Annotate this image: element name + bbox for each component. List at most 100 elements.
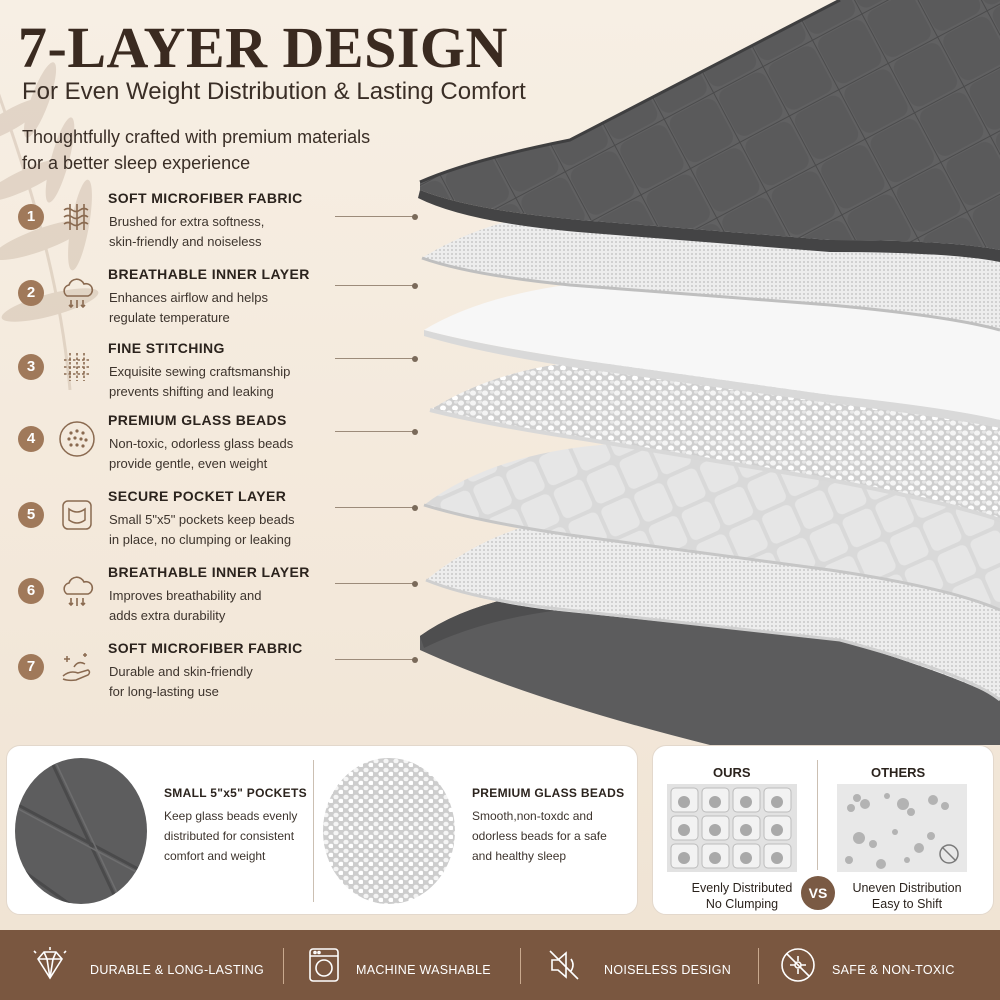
layer-name: SECURE POCKET LAYER: [108, 488, 287, 504]
layer-item: 4 PREMIUM GLASS BEADS Non-toxic, odorles…: [18, 412, 438, 476]
cloud-airflow-icon: [63, 576, 94, 607]
feature-desc: Keep glass beads evenly distributed for …: [164, 806, 314, 866]
layer-desc-line: skin-friendly and noiseless: [109, 233, 262, 249]
layer-number: 4: [18, 426, 44, 452]
leader-line: [335, 213, 418, 220]
cloud-airflow-icon: [63, 278, 94, 309]
pocket-icon: [62, 500, 92, 530]
caption-line: No Clumping: [705, 897, 779, 911]
pocket-closeup-image: [15, 758, 147, 904]
feature-desc-line: distributed for consistent: [164, 829, 295, 843]
layer-name: FINE STITCHING: [108, 340, 225, 356]
layer-desc: Brushed for extra softness, skin-friendl…: [109, 212, 329, 251]
glass-beads-icon: [59, 421, 95, 457]
tagline: Thoughtfully crafted with premium materi…: [22, 124, 442, 176]
leader-line: [335, 428, 418, 435]
blanket-layers-illustration: [418, 0, 1000, 745]
vs-badge: VS: [801, 876, 835, 910]
footer-separator: [758, 948, 759, 984]
washing-machine-icon: [309, 948, 339, 982]
layer-list: 1 SOFT MICROFIBER FABRIC Brushed for ext…: [0, 0, 430, 740]
layer-name: BREATHABLE INNER LAYER: [108, 564, 310, 580]
diamond-icon: [33, 947, 67, 980]
features-panel: SMALL 5"x5" POCKETS Keep glass beads eve…: [6, 745, 638, 915]
footer-label: DURABLE & LONG-LASTING: [90, 963, 265, 977]
divider: [313, 760, 314, 902]
layer-name: PREMIUM GLASS BEADS: [108, 412, 287, 428]
layer-desc-line: prevents shifting and leaking: [109, 383, 274, 399]
leader-line: [335, 656, 418, 663]
layer-desc-line: Brushed for extra softness,: [109, 214, 265, 229]
leader-line: [335, 504, 418, 511]
layer-item: 2 BREATHABLE INNER LAYER Enhances airflo…: [18, 266, 438, 330]
layer-desc-line: Non-toxic, odorless glass beads: [109, 436, 294, 451]
layer-desc-line: Exquisite sewing craftsmanship: [109, 364, 291, 379]
layer-item: 7 SOFT MICROFIBER FABRIC Durable and ski…: [18, 640, 438, 704]
layer-number: 7: [18, 654, 44, 680]
layer-item: 5 SECURE POCKET LAYER Small 5"x5" pocket…: [18, 488, 438, 552]
layer-item: 3 FINE STITCHING Exquisite sewing crafts…: [18, 340, 438, 404]
layer-desc: Improves breathability and adds extra du…: [109, 586, 329, 625]
layer-desc-line: Improves breathability and: [109, 588, 262, 603]
layer-number: 3: [18, 354, 44, 380]
layer-name: SOFT MICROFIBER FABRIC: [108, 640, 303, 656]
feature-desc: Smooth,non-toxdc and odorless beads for …: [472, 806, 622, 866]
layer-number: 6: [18, 578, 44, 604]
layer-desc-line: adds extra durability: [109, 607, 226, 623]
layer-desc: Enhances airflow and helps regulate temp…: [109, 288, 329, 327]
layer-item: 6 BREATHABLE INNER LAYER Improves breath…: [18, 564, 438, 628]
layer-name: BREATHABLE INNER LAYER: [108, 266, 310, 282]
ours-caption: Evenly Distributed No Clumping: [667, 880, 817, 912]
layer-desc-line: for long-lasting use: [109, 683, 219, 699]
layer-name: SOFT MICROFIBER FABRIC: [108, 190, 303, 206]
no-toxic-icon: [781, 948, 815, 982]
layer-desc-line: Durable and skin-friendly: [109, 664, 253, 679]
tagline-line: for a better sleep experience: [22, 153, 251, 173]
even-pockets-image: [667, 784, 797, 872]
footer-label: SAFE & NON-TOXIC: [832, 963, 955, 977]
caption-line: Evenly Distributed: [691, 881, 793, 895]
feature-desc-line: and healthy sleep: [472, 849, 567, 863]
layer-desc: Durable and skin-friendly for long-lasti…: [109, 662, 329, 701]
layer-number: 5: [18, 502, 44, 528]
ours-label: OURS: [713, 765, 751, 780]
layer-number: 2: [18, 280, 44, 306]
comparison-panel: OURS OTHERS Evenly: [652, 745, 994, 915]
fabric-weave-icon: [63, 204, 89, 230]
caption-line: Uneven Distribution: [852, 881, 962, 895]
layer-item: 1 SOFT MICROFIBER FABRIC Brushed for ext…: [18, 190, 438, 254]
others-label: OTHERS: [871, 765, 926, 780]
footer-separator: [283, 948, 284, 984]
page-subtitle: For Even Weight Distribution & Lasting C…: [22, 78, 526, 105]
leader-line: [335, 355, 418, 362]
uneven-pockets-image: [837, 784, 967, 872]
divider: [817, 760, 818, 870]
layer-desc: Small 5"x5" pockets keep beads in place,…: [109, 510, 329, 549]
layer-desc-line: Enhances airflow and helps: [109, 290, 268, 305]
footer-label: MACHINE WASHABLE: [356, 963, 491, 977]
footer-bar: DURABLE & LONG-LASTING MACHINE WASHABLE …: [0, 930, 1000, 1000]
feature-title: PREMIUM GLASS BEADS: [472, 786, 625, 800]
glass-beads-closeup-image: [323, 758, 455, 904]
footer-label: NOISELESS DESIGN: [604, 963, 732, 977]
footer-separator: [520, 948, 521, 984]
layer-desc: Non-toxic, odorless glass beads provide …: [109, 434, 329, 473]
feature-desc-line: Smooth,non-toxdc and: [472, 809, 593, 823]
stitching-grid-icon: [64, 353, 90, 381]
leader-line: [335, 282, 418, 289]
page-title: 7-LAYER DESIGN: [18, 15, 508, 80]
others-caption: Uneven Distribution Easy to Shift: [837, 880, 977, 912]
feature-desc-line: odorless beads for a safe: [472, 829, 607, 843]
feature-desc-line: Keep glass beads evenly: [164, 809, 298, 823]
layer-desc-line: regulate temperature: [109, 309, 230, 325]
feature-title: SMALL 5"x5" POCKETS: [164, 786, 307, 800]
layer-desc-line: Small 5"x5" pockets keep beads: [109, 512, 295, 527]
background-leaf-icon: [0, 62, 99, 390]
tagline-line: Thoughtfully crafted with premium materi…: [22, 127, 371, 147]
layer-desc-line: provide gentle, even weight: [109, 455, 268, 471]
caption-line: Easy to Shift: [871, 897, 943, 911]
layer-number: 1: [18, 204, 44, 230]
mute-icon: [549, 950, 579, 980]
soft-hand-sparkle-icon: [62, 653, 91, 682]
layer-desc-line: in place, no clumping or leaking: [109, 531, 292, 547]
